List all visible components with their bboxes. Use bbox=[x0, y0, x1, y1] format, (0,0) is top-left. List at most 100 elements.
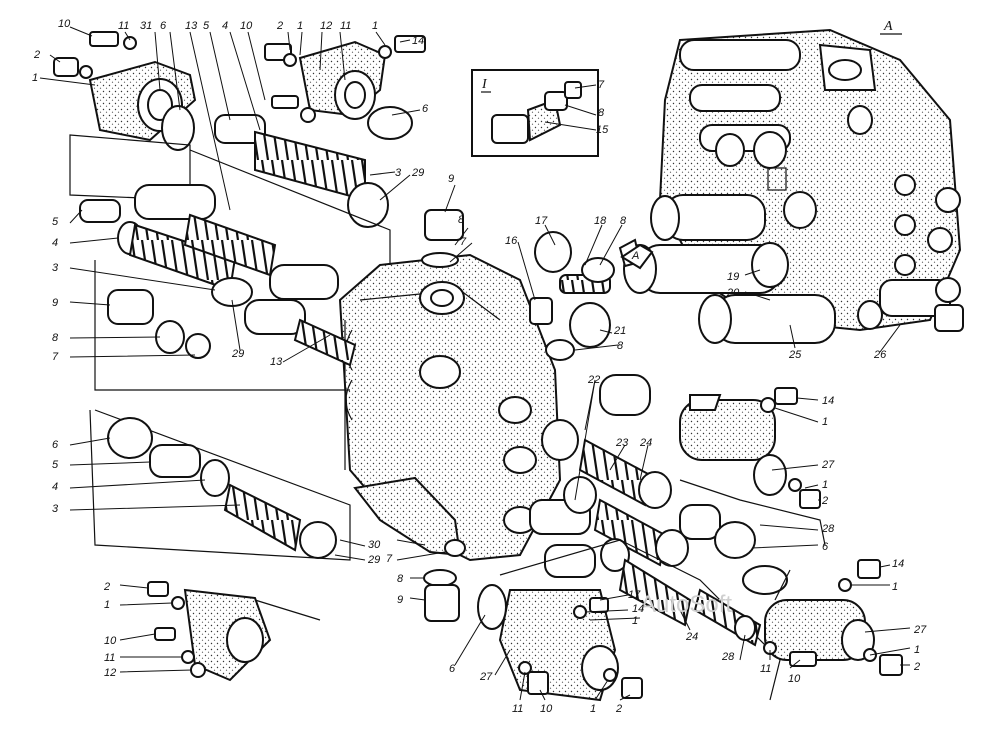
callout-c51: 2 bbox=[821, 495, 828, 507]
callout-c43: 19 bbox=[727, 271, 739, 283]
valve-body bbox=[338, 253, 562, 562]
callout-c18: 3 bbox=[395, 167, 402, 179]
bottom-center-parts bbox=[423, 569, 643, 702]
leader-lines bbox=[39, 26, 911, 701]
callout-c60: 7 bbox=[386, 553, 393, 565]
callout-c4: 6 bbox=[160, 20, 167, 32]
callout-c83: 10 bbox=[104, 635, 117, 647]
callout-c37: 22 bbox=[587, 374, 600, 386]
callout-c53: 6 bbox=[822, 541, 829, 553]
callout-c11: 12 bbox=[320, 20, 332, 32]
valve-assembly-view-a bbox=[623, 28, 964, 344]
left-spool-assembly bbox=[69, 134, 391, 391]
callout-c68: 11 bbox=[512, 703, 523, 715]
right-middle-spools bbox=[499, 374, 826, 701]
callout-c80: 2 bbox=[913, 661, 920, 673]
callout-c7: 4 bbox=[222, 20, 228, 32]
callout-c65: 1 bbox=[632, 615, 638, 627]
callout-c26: 9 bbox=[52, 297, 58, 309]
callout-c58: 29 bbox=[367, 554, 380, 566]
callout-c24: 4 bbox=[52, 237, 58, 249]
callout-c64: 14 bbox=[632, 603, 644, 615]
callout-c44: 20 bbox=[726, 287, 740, 299]
upper-left-parts bbox=[53, 31, 426, 228]
view-a-label: A bbox=[883, 19, 893, 34]
callout-c33: 8 bbox=[620, 215, 627, 227]
callout-c13: 1 bbox=[372, 20, 378, 32]
callout-c55: 5 bbox=[52, 459, 59, 471]
callout-c67: 27 bbox=[479, 671, 493, 683]
callout-c74: 11 bbox=[760, 663, 771, 675]
callout-c28: 7 bbox=[52, 351, 59, 363]
callout-c57: 3 bbox=[52, 503, 59, 515]
callout-c36: 8 bbox=[617, 340, 624, 352]
watermark: AutoSoft bbox=[640, 591, 732, 618]
callout-c66: 6 bbox=[449, 663, 456, 675]
callout-c54: 6 bbox=[52, 439, 59, 451]
callout-c81: 2 bbox=[103, 581, 110, 593]
callout-c10: 1 bbox=[297, 20, 303, 32]
callout-c72: 24 bbox=[685, 631, 698, 643]
callout-c27: 8 bbox=[52, 332, 59, 344]
callout-c49: 27 bbox=[821, 459, 835, 471]
callout-c45: 25 bbox=[788, 349, 802, 361]
callout-c2: 11 bbox=[118, 20, 129, 32]
callout-c41: 8 bbox=[598, 107, 605, 119]
callout-c46: 26 bbox=[873, 349, 887, 361]
callout-c62: 9 bbox=[397, 594, 403, 606]
callout-c47: 14 bbox=[822, 395, 834, 407]
callout-c39: 24 bbox=[639, 437, 652, 449]
left-lower-assembly bbox=[89, 409, 351, 682]
callout-c5: 13 bbox=[185, 20, 198, 32]
callout-c6: 5 bbox=[203, 20, 210, 32]
callout-c79: 1 bbox=[914, 644, 920, 656]
inset-i-label: I bbox=[481, 77, 488, 92]
callout-c56: 4 bbox=[52, 481, 58, 493]
right-lower-assembly bbox=[693, 559, 903, 676]
arrow-a-label: A bbox=[631, 250, 639, 262]
callout-c12: 11 bbox=[340, 20, 351, 32]
callout-c34: 16 bbox=[505, 235, 518, 247]
callout-c9: 2 bbox=[276, 20, 283, 32]
callout-c16: 1 bbox=[32, 72, 38, 84]
callout-c50: 1 bbox=[822, 479, 828, 491]
callout-c17: 6 bbox=[422, 103, 429, 115]
callout-c25: 3 bbox=[52, 262, 59, 274]
callout-c63: 17 bbox=[628, 589, 641, 601]
callout-c69: 10 bbox=[540, 703, 553, 715]
callout-c3: 31 bbox=[140, 20, 152, 32]
callout-c73: 28 bbox=[721, 651, 735, 663]
callout-c38: 23 bbox=[615, 437, 629, 449]
callout-c22: 7 bbox=[460, 236, 467, 248]
callout-c29: 29 bbox=[231, 348, 244, 360]
callout-c52: 28 bbox=[821, 523, 835, 535]
callout-c59: 30 bbox=[368, 539, 381, 551]
callout-c77: 1 bbox=[892, 581, 898, 593]
callout-c61: 8 bbox=[397, 573, 404, 585]
callout-c40: 7 bbox=[598, 79, 605, 91]
callout-c30: 13 bbox=[270, 356, 283, 368]
inset-detail-i bbox=[471, 69, 599, 157]
callout-c42: 15 bbox=[596, 124, 609, 136]
callout-c21: 8 bbox=[458, 214, 465, 226]
callout-c19: 29 bbox=[411, 167, 424, 179]
callout-c76: 14 bbox=[892, 558, 904, 570]
callout-c23: 5 bbox=[52, 216, 59, 228]
callout-c78: 27 bbox=[913, 624, 927, 636]
callout-c14: 14 bbox=[412, 35, 424, 47]
callout-c15: 2 bbox=[33, 49, 40, 61]
callout-c31: 17 bbox=[535, 215, 548, 227]
callout-c35: 21 bbox=[613, 325, 626, 337]
center-small-parts bbox=[421, 209, 642, 361]
callout-c20: 9 bbox=[448, 173, 454, 185]
callout-c84: 11 bbox=[104, 652, 115, 664]
view-arrow bbox=[620, 243, 654, 270]
callout-c32: 18 bbox=[594, 215, 607, 227]
callout-c1: 10 bbox=[58, 18, 71, 30]
callout-c85: 12 bbox=[104, 667, 116, 679]
callout-c82: 1 bbox=[104, 599, 110, 611]
callout-c48: 1 bbox=[822, 416, 828, 428]
